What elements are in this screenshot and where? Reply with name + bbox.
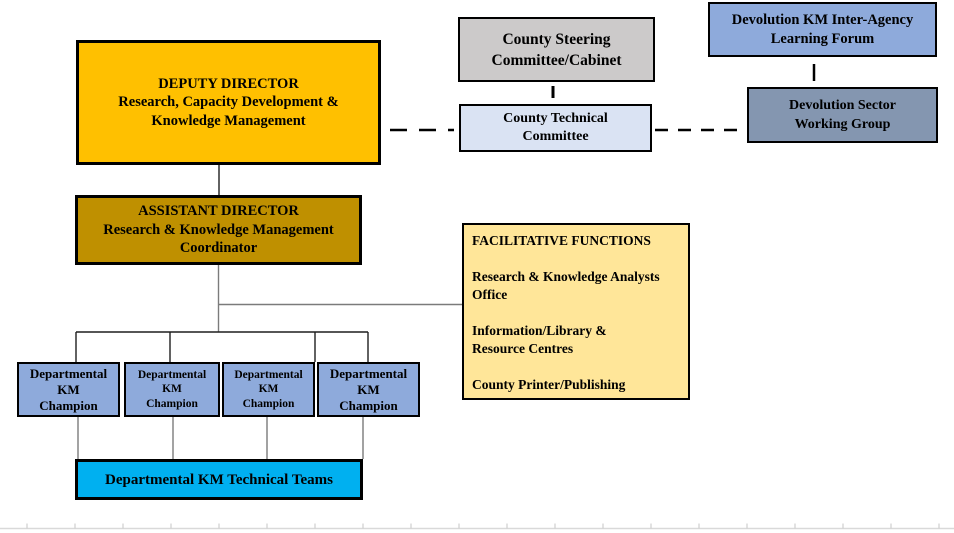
champion-2-line-1: Departmental bbox=[137, 368, 207, 381]
champion-3-line-1: Departmental bbox=[234, 368, 303, 381]
facilitative-item-library-line-2: Resource Centres bbox=[472, 341, 574, 356]
facilitative-item-printer: County Printer/Publishing bbox=[472, 376, 625, 394]
working-group-line-2: Working Group bbox=[794, 117, 891, 132]
champion-4-line-2: KM bbox=[357, 381, 380, 397]
box-county-technical-committee: County Technical Committee bbox=[459, 104, 652, 152]
technical-teams-label: Departmental KM Technical Teams bbox=[105, 471, 333, 488]
box-departmental-km-champion-1: Departmental KM Champion bbox=[17, 362, 120, 417]
facilitative-item-library: Information/Library & Resource Centres bbox=[472, 322, 607, 358]
bottom-ruler bbox=[0, 523, 954, 530]
facilitative-item-printer-line-1: County Printer/Publishing bbox=[472, 377, 626, 392]
deputy-subtitle-2: Knowledge Management bbox=[151, 112, 306, 129]
champion-4-line-1: Departmental bbox=[329, 365, 408, 381]
technical-line-1: County Technical bbox=[503, 110, 608, 126]
working-group-line-1: Devolution Sector bbox=[789, 98, 896, 113]
box-departmental-km-champion-3: Departmental KM Champion bbox=[222, 362, 315, 417]
assistant-title: ASSISTANT DIRECTOR bbox=[138, 203, 299, 220]
box-facilitative-functions: FACILITATIVE FUNCTIONS Research & Knowle… bbox=[462, 223, 690, 400]
ruler-ticks bbox=[26, 523, 940, 529]
deputy-title: DEPUTY DIRECTOR bbox=[158, 75, 299, 92]
box-departmental-km-champion-2: Departmental KM Champion bbox=[124, 362, 220, 417]
box-departmental-km-champion-4: Departmental KM Champion bbox=[317, 362, 420, 417]
deputy-subtitle-1: Research, Capacity Development & bbox=[118, 94, 339, 111]
box-assistant-director: ASSISTANT DIRECTOR Research & Knowledge … bbox=[75, 195, 362, 265]
champion-3-line-3: Champion bbox=[242, 397, 295, 410]
box-deputy-director: DEPUTY DIRECTOR Research, Capacity Devel… bbox=[76, 40, 381, 165]
forum-line-2: Learning Forum bbox=[770, 30, 875, 47]
facilitative-item-research-line-1: Research & Knowledge Analysts bbox=[472, 269, 660, 284]
steering-line-1: County Steering bbox=[502, 30, 611, 48]
assistant-subtitle-2: Coordinator bbox=[179, 240, 258, 257]
champion-3-line-2: KM bbox=[258, 383, 279, 396]
champion-1-line-3: Champion bbox=[39, 397, 98, 413]
box-departmental-km-technical-teams: Departmental KM Technical Teams bbox=[75, 459, 363, 500]
champion-1-line-2: KM bbox=[57, 381, 80, 397]
box-devolution-sector-working-group: Devolution Sector Working Group bbox=[747, 87, 938, 143]
assistant-subtitle-1: Research & Knowledge Management bbox=[103, 221, 334, 238]
facilitative-item-research: Research & Knowledge Analysts Office bbox=[472, 268, 660, 304]
technical-line-2: Committee bbox=[522, 129, 589, 144]
champion-1-line-1: Departmental bbox=[29, 365, 108, 381]
champion-2-line-3: Champion bbox=[146, 397, 198, 410]
forum-line-1: Devolution KM Inter-Agency bbox=[731, 11, 914, 28]
champion-2-line-2: KM bbox=[162, 383, 182, 396]
facilitative-item-library-line-1: Information/Library & bbox=[472, 323, 607, 338]
facilitative-item-research-line-2: Office bbox=[472, 287, 508, 302]
box-devolution-km-forum: Devolution KM Inter-Agency Learning Foru… bbox=[708, 2, 937, 57]
facilitative-title: FACILITATIVE FUNCTIONS bbox=[472, 233, 651, 248]
box-county-steering-committee: County Steering Committee/Cabinet bbox=[458, 17, 655, 82]
solid-connectors bbox=[75, 165, 462, 459]
dashed-connectors bbox=[390, 64, 816, 132]
champion-4-line-3: Champion bbox=[339, 397, 398, 413]
steering-line-2: Committee/Cabinet bbox=[491, 51, 622, 69]
